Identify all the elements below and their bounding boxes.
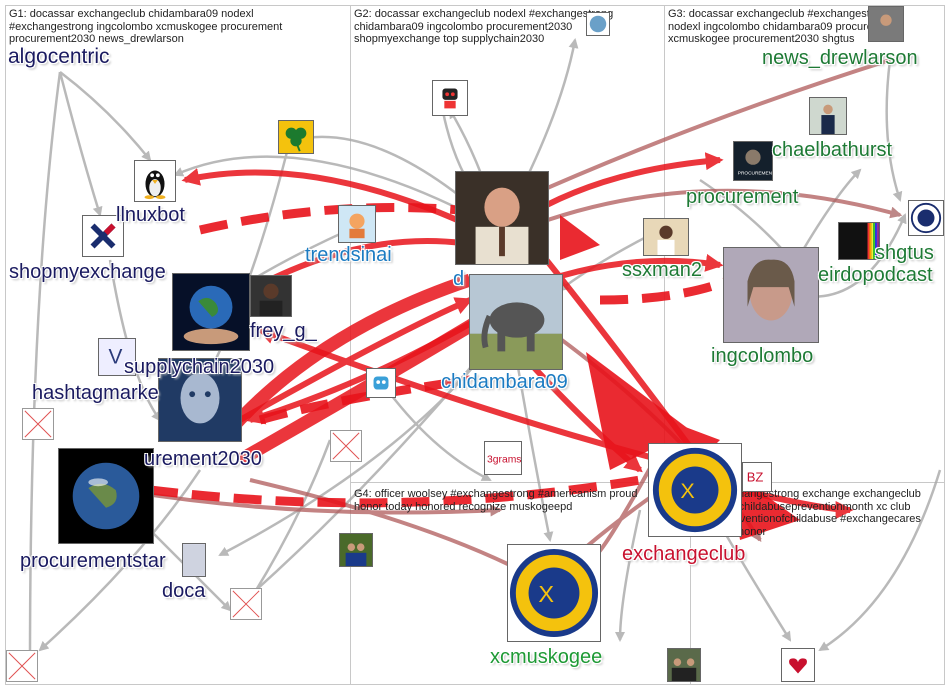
broken-image-icon[interactable]: [230, 588, 262, 620]
ssxman2-avatar-icon[interactable]: [643, 218, 689, 256]
node-label-linuxbot[interactable]: llnuxbot: [116, 204, 185, 227]
node-label-shopmyexchange[interactable]: shopmyexchange: [9, 261, 166, 284]
ingcolombo-photo[interactable]: [723, 247, 819, 343]
node-label-ingcolombo[interactable]: ingcolombo: [711, 345, 813, 368]
xcmuskogee-seal-photo[interactable]: X: [507, 544, 601, 642]
earth-globe-photo[interactable]: [58, 448, 154, 544]
doca-avatar-icon[interactable]: [182, 543, 206, 577]
group-text-g3: G3: docassar exchangeclub #exchangestron…: [668, 8, 897, 46]
group-text-g4: G4: officer woolsey #exchangestrong #ame…: [354, 488, 638, 513]
svg-text:V: V: [108, 346, 122, 369]
node-label-algocentric[interactable]: algocentric: [8, 45, 110, 69]
earth-photo-icon[interactable]: [172, 273, 250, 351]
node-label-trendsinai[interactable]: trendsinai: [305, 244, 392, 267]
weirdopodcast-rainbow-icon[interactable]: [838, 222, 880, 260]
linux-penguin-icon[interactable]: [134, 160, 176, 202]
node-label-xcmuskogee[interactable]: xcmuskogee: [490, 646, 602, 669]
node-label-procurementstar[interactable]: procurementstar: [20, 550, 166, 573]
heart-logo-icon[interactable]: [781, 648, 815, 682]
robot-bot-icon[interactable]: [366, 368, 396, 398]
news-drewlarson-photo[interactable]: [868, 6, 904, 42]
svg-text:X: X: [538, 581, 554, 607]
exchangeclub-seal-photo[interactable]: X: [648, 443, 742, 537]
people-photo-icon[interactable]: [667, 648, 701, 682]
bz-logo-icon[interactable]: BZ: [742, 462, 772, 492]
shamrock-icon[interactable]: [278, 120, 314, 154]
node-label-frey-g[interactable]: frey_g_: [250, 320, 317, 343]
michaelbathurst-photo[interactable]: [809, 97, 847, 135]
node-label-news-drewlarson[interactable]: news_drewlarson: [762, 47, 918, 70]
node-label-procurement[interactable]: procurement: [686, 186, 798, 209]
group-photo-icon[interactable]: [339, 533, 373, 567]
group-text-g1: G1: docassar exchangeclub chidambara09 n…: [9, 8, 282, 46]
chidambara09-elephant-photo[interactable]: [469, 274, 563, 370]
robot-toy-icon[interactable]: [432, 80, 468, 116]
broken-image-icon[interactable]: [22, 408, 54, 440]
node-label-chidambara09[interactable]: chidambara09: [441, 371, 568, 394]
svg-text:3grams: 3grams: [487, 455, 521, 466]
trendsinai-avatar-icon[interactable]: [338, 205, 376, 243]
svg-text:PROCUREMENT: PROCUREMENT: [738, 170, 772, 176]
node-label-docassar[interactable]: d: [453, 268, 464, 291]
node-label-weirdopodcast[interactable]: eirdopodcast: [818, 264, 933, 287]
svg-text:BZ: BZ: [747, 470, 764, 485]
svg-text:X: X: [680, 479, 694, 503]
broken-image-icon[interactable]: [330, 430, 362, 462]
node-label-procurement2030[interactable]: urement2030: [144, 448, 262, 471]
node-label-ssxman2[interactable]: ssxman2: [622, 259, 702, 282]
shopmyexchange-small-logo-icon[interactable]: [586, 12, 610, 36]
node-label-doca[interactable]: doca: [162, 580, 205, 603]
procurement-avatar-icon[interactable]: PROCUREMENT: [733, 141, 773, 181]
docassar-photo[interactable]: [455, 171, 549, 265]
3grams-logo-icon[interactable]: 3grams: [484, 441, 522, 475]
node-label-michaelbathurst[interactable]: chaelbathurst: [772, 139, 892, 162]
frey-g-avatar-icon[interactable]: [250, 275, 292, 317]
broken-image-icon[interactable]: [6, 650, 38, 682]
node-label-supplychain2030[interactable]: supplychain2030: [124, 356, 274, 379]
shgtus-seal-icon[interactable]: [908, 200, 944, 236]
node-label-shgtus[interactable]: shgtus: [875, 242, 934, 265]
node-label-exchangeclub[interactable]: exchangeclub: [622, 543, 745, 566]
node-label-hashtagmarketing[interactable]: hashtagmarke: [32, 382, 159, 405]
group-text-g2: G2: docassar exchangeclub nodexl #exchan…: [354, 8, 613, 46]
